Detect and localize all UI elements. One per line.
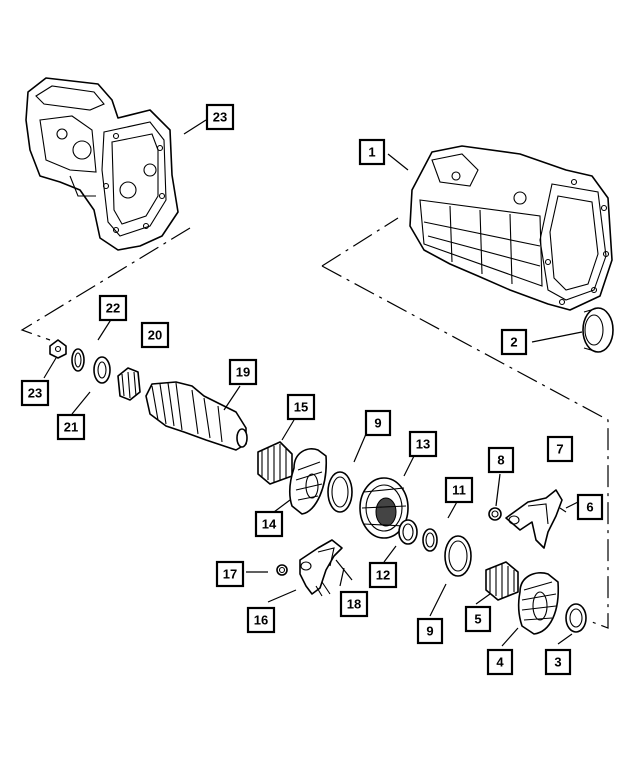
ring-9-upper [327, 471, 353, 513]
callout-3-text: 3 [554, 655, 561, 670]
ring-9-lower [444, 535, 472, 577]
ring-11 [398, 519, 418, 545]
needle-bearing-14 [257, 441, 293, 485]
callout-10: 11 [444, 476, 474, 504]
synchronizer-12 [359, 477, 409, 539]
callout-17: 18 [339, 590, 369, 618]
assembly-lines [20, 217, 609, 629]
gear-4 [517, 572, 560, 635]
ring-3 [565, 603, 587, 633]
callout-9-lower-text: 9 [426, 624, 433, 639]
callout-21: 22 [98, 294, 128, 322]
callout-9-lower: 9 [416, 617, 444, 645]
callout-1-text: 1 [368, 145, 375, 160]
callout-7-text: 7 [556, 442, 563, 457]
callout-14-text: 15 [294, 400, 308, 415]
callout-19: 20 [140, 321, 170, 349]
case-seal [582, 307, 614, 353]
snap-ring-8 [488, 507, 502, 521]
shift-fork-upper [505, 489, 567, 549]
callout-22: 23 [20, 379, 50, 407]
callout-17-text: 18 [347, 597, 361, 612]
needle-bearing-5 [485, 561, 519, 601]
callout-16-text: 17 [223, 567, 237, 582]
callout-16: 17 [215, 560, 245, 588]
callout-11: 12 [368, 561, 398, 589]
callout-15: 16 [246, 606, 276, 634]
callout-12-text: 13 [416, 437, 430, 452]
left-small-parts [49, 339, 141, 401]
callout-6: 6 [576, 493, 604, 521]
gear-13 [289, 448, 327, 515]
callout-5-text: 5 [474, 612, 481, 627]
callout-20-text: 21 [64, 420, 78, 435]
callout-14: 15 [286, 393, 316, 421]
callout-23: 23 [205, 103, 235, 131]
callout-labels: 23 1 2 22 20 23 21 19 15 9 13 11 8 7 6 [20, 103, 604, 676]
callout-21-text: 22 [106, 301, 120, 316]
callout-9-upper-text: 9 [374, 416, 381, 431]
callout-13-text: 14 [262, 517, 277, 532]
callout-5: 5 [464, 605, 492, 633]
callout-8: 8 [487, 446, 515, 474]
callout-1: 1 [358, 138, 386, 166]
callout-9-upper: 9 [364, 409, 392, 437]
callout-15-text: 16 [254, 613, 268, 628]
ring-10 [422, 528, 438, 552]
callout-13: 14 [254, 510, 284, 538]
callout-20: 21 [56, 413, 86, 441]
rear-housing [25, 77, 179, 251]
callout-23-text: 23 [213, 110, 227, 125]
callout-3: 3 [544, 648, 572, 676]
callout-4-text: 4 [496, 655, 504, 670]
shift-fork-lower [276, 539, 343, 597]
callout-10-text: 11 [452, 483, 466, 498]
callout-8-text: 8 [497, 453, 504, 468]
callout-18: 19 [228, 358, 258, 386]
callout-2: 2 [500, 328, 528, 356]
callout-18-text: 19 [236, 365, 250, 380]
main-shaft [145, 381, 248, 451]
callout-2-text: 2 [510, 335, 517, 350]
leader-lines [43, 119, 583, 647]
callout-22-text: 23 [28, 386, 42, 401]
callout-19-text: 20 [148, 328, 162, 343]
transmission-case [409, 145, 613, 311]
callout-11-text: 12 [376, 568, 390, 583]
callout-6-text: 6 [586, 500, 593, 515]
callout-12: 13 [408, 430, 438, 458]
callout-7: 7 [546, 435, 574, 463]
callout-4: 4 [486, 648, 514, 676]
